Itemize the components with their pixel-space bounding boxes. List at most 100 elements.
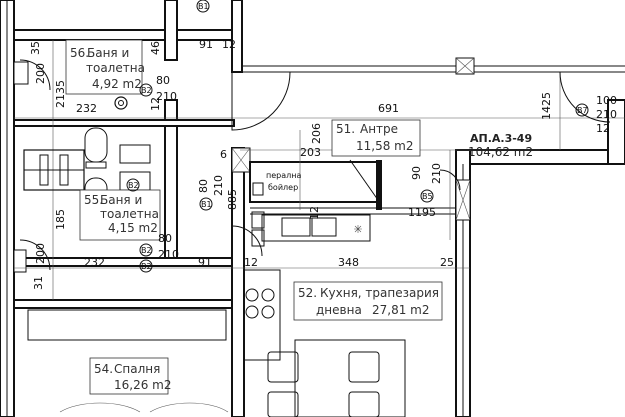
element-tag	[196, 0, 210, 13]
room-label-bedroom	[89, 357, 169, 395]
partition-top	[164, 0, 178, 61]
element-tags: B1 B2 B7 B2 B1 B5 B2 B2	[126, 0, 589, 273]
dim-text: 25	[440, 256, 454, 269]
room-bath2-name2: тоалетна	[100, 207, 159, 221]
room-hall-name: Антре	[360, 122, 398, 136]
dim-text: 232	[84, 256, 105, 269]
dim-text: 210	[596, 108, 617, 121]
dim-text: 348	[338, 256, 359, 269]
element-tag	[139, 83, 153, 97]
apartment-area: 104,62 m2	[468, 145, 533, 159]
kitchen-furniture	[243, 214, 406, 417]
kitchen-left-wall	[231, 147, 245, 417]
room-bath1-name2: тоалетна	[86, 61, 145, 75]
door-swing-entry	[559, 71, 611, 123]
wall-bath1-bottom	[13, 119, 235, 127]
boiler-closet	[249, 161, 379, 203]
dim-text: 885	[226, 189, 239, 210]
dim-text: 80	[197, 179, 210, 193]
door-swing-bath2	[19, 239, 51, 271]
room-label-bath2	[79, 189, 161, 241]
boiler-label-2: бойлер	[268, 183, 298, 192]
dim-text: 12	[244, 256, 258, 269]
dim-text: 91	[199, 38, 213, 51]
bedroom-furniture	[27, 309, 229, 413]
element-tag	[575, 103, 589, 117]
room-labels: 56. Баня и тоалетна 4,92 m2 51. Антре 11…	[65, 39, 533, 395]
chair-icon	[348, 391, 380, 417]
svg-text:B2: B2	[141, 262, 152, 271]
room-bath1-area: 4,92 m2	[92, 77, 142, 91]
dim-text: 1195	[408, 206, 436, 219]
room-bath2-name: Баня и	[100, 193, 142, 207]
room-label-kitchen	[293, 281, 443, 321]
room-bedroom-area: 16,26 m2	[114, 378, 172, 392]
toilet-icon	[84, 127, 108, 163]
svg-text:B1: B1	[201, 200, 212, 209]
dim-text: 12	[308, 206, 321, 220]
room-bath2-num: 55.	[84, 193, 103, 207]
ceiling-light-icon	[354, 225, 362, 233]
room-bath2-area: 4,15 m2	[108, 221, 158, 235]
drain-icon	[114, 96, 128, 110]
dim-text: 12	[222, 38, 236, 51]
column-top	[231, 0, 243, 73]
dimension-texts: 91 12 35 46 200 80 210 12 2135 232 691 2…	[29, 38, 617, 290]
door-leaf-closet	[349, 159, 379, 201]
dim-text: 185	[54, 209, 67, 230]
wall-bedroom-top	[13, 299, 235, 309]
svg-text:B2: B2	[141, 246, 152, 255]
dim-text: 90	[410, 166, 423, 180]
dim-text: 200	[34, 243, 47, 264]
dim-text: 1425	[540, 92, 553, 120]
dining-table	[294, 339, 406, 417]
door-swing-bath1	[19, 59, 51, 91]
room-kitchen-num: 52.	[298, 286, 317, 300]
kitchen-counter	[261, 214, 371, 242]
svg-text:B5: B5	[422, 192, 433, 201]
dim-text: 12	[149, 97, 162, 111]
room-kitchen-name: Кухня, трапезария	[320, 286, 439, 300]
chair-icon	[267, 391, 299, 417]
dim-text: 203	[300, 146, 321, 159]
dim-text: 200	[34, 63, 47, 84]
dim-text: 206	[310, 123, 323, 144]
dim-text: 2135	[54, 80, 67, 108]
dim-text: 210	[430, 163, 443, 184]
element-tag	[139, 259, 153, 273]
right-outer-wall	[607, 99, 625, 165]
dim-text: 100	[596, 94, 617, 107]
bed-pillow	[59, 402, 141, 413]
dim-text: 210	[156, 90, 177, 103]
svg-text:B2: B2	[141, 86, 152, 95]
closet-jamb	[376, 160, 382, 210]
room-hall-area: 11,58 m2	[356, 139, 414, 153]
dim-text: 35	[29, 41, 42, 55]
dim-text: 80	[158, 232, 172, 245]
dim-text: 31	[32, 276, 45, 290]
door-swing-hall	[231, 71, 291, 131]
element-tag	[199, 197, 213, 211]
room-bedroom-name: Спалня	[114, 362, 160, 376]
dim-text: 91	[198, 256, 212, 269]
room-bedroom-num: 54.	[94, 362, 113, 376]
boiler-icon	[252, 182, 264, 196]
kitchen-sink-icon	[281, 217, 311, 237]
apartment-code: АП.А.3-49	[470, 132, 532, 145]
room-kitchen-name2: дневна	[316, 303, 362, 317]
door-swing-kitchen	[231, 225, 263, 257]
room-kitchen-area: 27,81 m2	[372, 303, 430, 317]
dim-text: 80	[156, 74, 170, 87]
fixtures	[23, 96, 265, 247]
room-bath1-num: 56.	[70, 46, 89, 60]
room-bath1-name: Баня и	[87, 46, 129, 60]
room-label-bath1	[65, 39, 143, 95]
dim-text: 6	[220, 148, 227, 161]
door-swing-closet	[439, 169, 461, 191]
dim-text: 12	[596, 122, 610, 135]
room-hall-num: 51.	[336, 122, 355, 136]
chair-icon	[348, 351, 380, 383]
element-tag	[139, 243, 153, 257]
